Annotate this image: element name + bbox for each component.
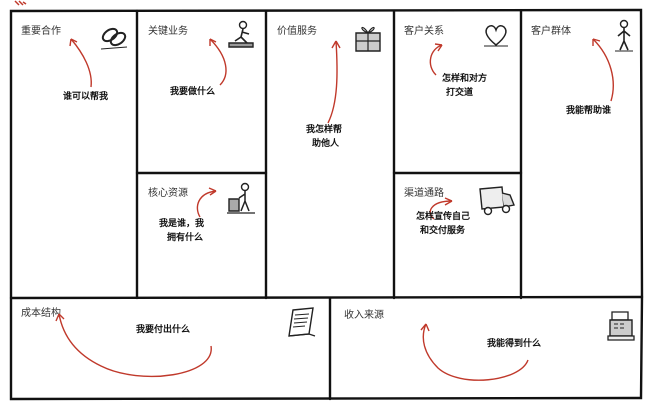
key-resources-note-line1: 我是谁，我 xyxy=(159,219,205,229)
revenue-streams-title: 收入来源 xyxy=(344,310,384,321)
curved-arrow-icon xyxy=(55,313,212,378)
customer-segments-title: 客户群体 xyxy=(531,26,571,37)
cost-structure-title: 成本结构 xyxy=(21,308,61,319)
curved-arrow-icon xyxy=(327,40,341,124)
cost-structure-block: 成本结构 我要付出什么 xyxy=(11,298,330,399)
value-propositions-title: 价值服务 xyxy=(277,26,317,37)
cost-structure-note: 我要付出什么 xyxy=(136,325,191,335)
value-propositions-note-line2: 助他人 xyxy=(312,139,340,149)
curved-arrow-icon xyxy=(429,197,453,220)
key-partners-block: 重要合作 谁可以帮我 xyxy=(11,11,137,298)
curved-arrow-icon xyxy=(69,38,92,88)
standing-person-icon xyxy=(615,19,633,52)
channels-title: 渠道通路 xyxy=(404,188,444,199)
value-propositions-block: 价值服务 我怎样帮 助他人 xyxy=(266,11,394,298)
curved-arrow-icon xyxy=(209,38,227,86)
key-activities-note: 我要做什么 xyxy=(170,87,216,97)
key-partners-title: 重要合作 xyxy=(21,26,61,37)
curved-arrow-icon xyxy=(196,187,217,218)
curved-arrow-icon xyxy=(592,38,614,102)
key-activities-block: 关键业务 我要做什么 xyxy=(137,11,266,173)
corner-scribble-icon xyxy=(14,0,27,6)
customer-relationships-note-line1: 怎样和对方 xyxy=(442,74,488,84)
chain-links-icon xyxy=(100,27,128,50)
curved-arrow-icon xyxy=(420,323,529,381)
customer-segments-block: 客户群体 我能帮助谁 xyxy=(521,11,641,298)
gift-box-icon xyxy=(355,26,381,52)
key-resources-block: 核心资源 我是谁，我 拥有什么 xyxy=(137,173,266,298)
customer-segments-note: 我能帮助谁 xyxy=(566,106,612,116)
worker-at-desk-icon xyxy=(228,20,254,48)
heart-icon xyxy=(484,25,508,47)
delivery-truck-icon xyxy=(479,186,515,216)
customer-relationships-note-line2: 打交道 xyxy=(446,88,474,98)
channels-note-line2: 和交付服务 xyxy=(420,226,466,236)
key-partners-note: 谁可以帮我 xyxy=(63,92,109,102)
channels-note-line1: 怎样宣传自己 xyxy=(416,212,471,222)
receipt-document-icon xyxy=(288,307,316,337)
cash-register-icon xyxy=(607,311,635,341)
value-propositions-note-line1: 我怎样帮 xyxy=(306,125,343,135)
key-activities-title: 关键业务 xyxy=(148,26,188,37)
revenue-streams-note: 我能得到什么 xyxy=(487,339,542,349)
customer-relationships-title: 客户关系 xyxy=(404,26,444,37)
revenue-streams-block: 收入来源 我能得到什么 xyxy=(330,298,641,399)
key-resources-note-line2: 拥有什么 xyxy=(167,233,204,243)
person-with-box-icon xyxy=(227,182,255,214)
channels-block: 渠道通路 怎样宣传自己 和交付服务 xyxy=(394,173,521,298)
customer-relationships-block: 客户关系 怎样和对方 打交道 xyxy=(394,11,521,173)
curved-arrow-icon xyxy=(429,43,443,76)
key-resources-title: 核心资源 xyxy=(148,188,188,199)
